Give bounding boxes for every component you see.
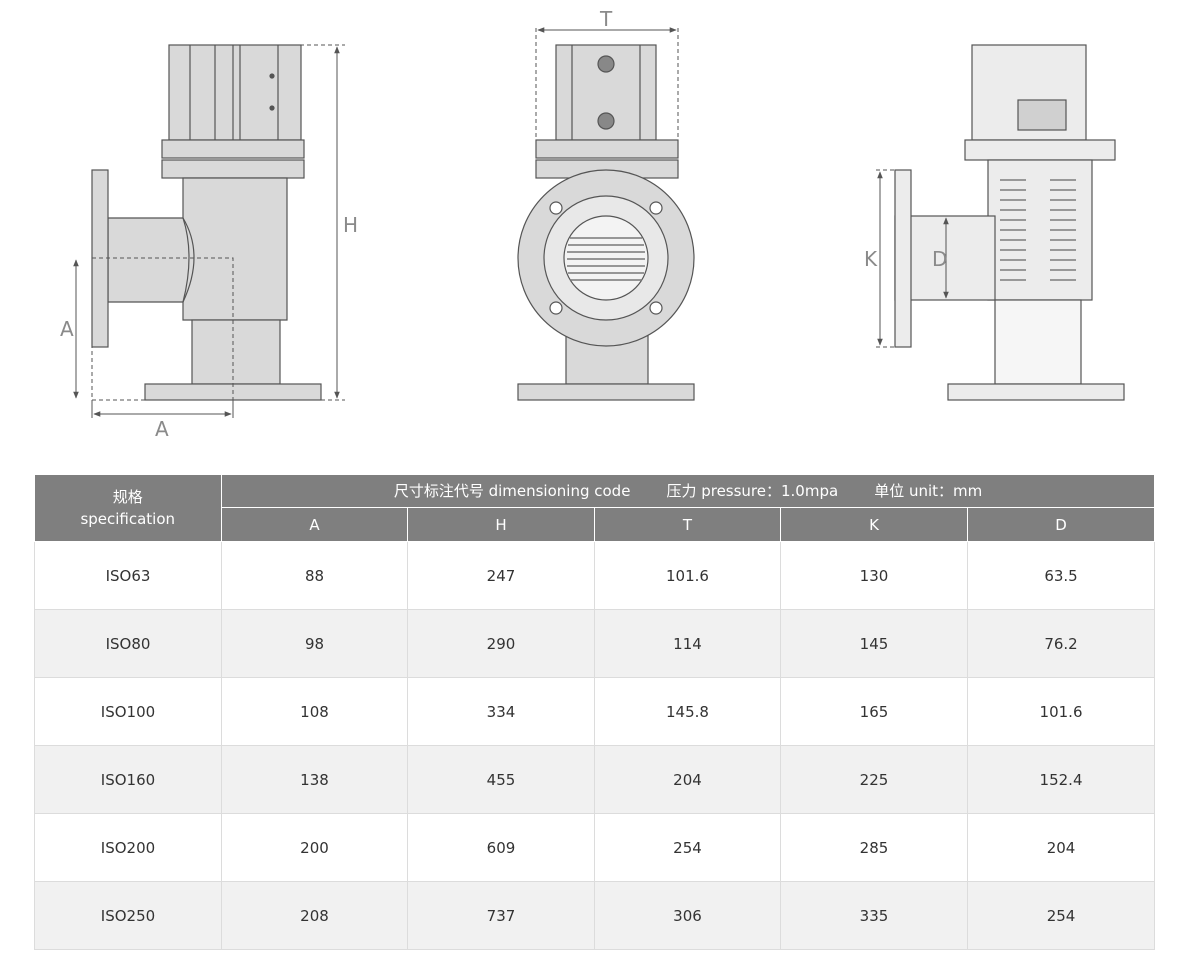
cell-t: 204 [594,745,781,814]
cell-spec: ISO250 [34,881,222,950]
label-k: K [864,247,878,271]
col-header-d: D [966,507,1156,542]
cell-t: 114 [594,609,781,678]
front-view-bellows [567,237,645,281]
table-row: ISO200 200 609 254 285 204 [34,813,1156,882]
side-view-dimensions [73,44,345,418]
front-view [517,44,695,401]
cell-d: 204 [966,813,1156,882]
header-group: 尺寸标注代号 dimensioning code 压力 pressure：1.0m… [220,474,1156,509]
col-header-k: K [780,507,968,542]
cell-spec: ISO200 [34,813,222,882]
valve-drawings: H A A T [60,7,1125,441]
table-row: ISO160 138 455 204 225 152.4 [34,745,1156,814]
cell-k: 285 [780,813,968,882]
header-pressure: 压力 pressure：1.0mpa [666,482,839,501]
section-view-dimensions [876,169,949,348]
cell-k: 335 [780,881,968,950]
col-header-a: A [221,507,408,542]
cell-d: 76.2 [966,609,1156,678]
label-a-horizontal: A [155,417,169,441]
side-view [91,44,322,401]
cell-h: 290 [407,609,595,678]
front-view-dimensions [535,27,679,140]
section-bellows [1000,179,1076,281]
cell-k: 145 [780,609,968,678]
header-spec-cn: 规格 [112,488,143,506]
cell-h: 455 [407,745,595,814]
cell-a: 208 [221,881,408,950]
table-row: ISO100 108 334 145.8 165 101.6 [34,677,1156,746]
spec-table: 规格 specification 尺寸标注代号 dimensioning cod… [34,474,1156,950]
cell-d: 63.5 [966,541,1156,610]
label-d: D [932,247,947,271]
cell-h: 247 [407,541,595,610]
header-dimensioning-code: 尺寸标注代号 dimensioning code [393,482,631,501]
col-header-t: T [594,507,781,542]
cell-spec: ISO100 [34,677,222,746]
cell-d: 152.4 [966,745,1156,814]
header-spec: 规格 specification [34,474,222,542]
section-view [894,44,1125,401]
cell-a: 108 [221,677,408,746]
cell-k: 225 [780,745,968,814]
cell-h: 609 [407,813,595,882]
cell-d: 254 [966,881,1156,950]
cell-d: 101.6 [966,677,1156,746]
label-h: H [343,213,358,237]
cell-t: 306 [594,881,781,950]
cell-k: 130 [780,541,968,610]
cell-a: 200 [221,813,408,882]
cell-a: 138 [221,745,408,814]
table-row: ISO80 98 290 114 145 76.2 [34,609,1156,678]
cell-h: 737 [407,881,595,950]
cell-h: 334 [407,677,595,746]
cell-spec: ISO80 [34,609,222,678]
header-unit: 单位 unit：mm [874,482,983,501]
cell-a: 88 [221,541,408,610]
label-t: T [599,7,613,31]
table-row: ISO63 88 247 101.6 130 63.5 [34,541,1156,610]
cell-k: 165 [780,677,968,746]
label-a-vertical: A [60,317,74,341]
table-row: ISO250 208 737 306 335 254 [34,881,1156,950]
cell-t: 101.6 [594,541,781,610]
cell-a: 98 [221,609,408,678]
cell-t: 145.8 [594,677,781,746]
col-header-h: H [407,507,595,542]
cell-spec: ISO63 [34,541,222,610]
header-spec-en: specification [80,510,176,528]
cell-t: 254 [594,813,781,882]
cell-spec: ISO160 [34,745,222,814]
